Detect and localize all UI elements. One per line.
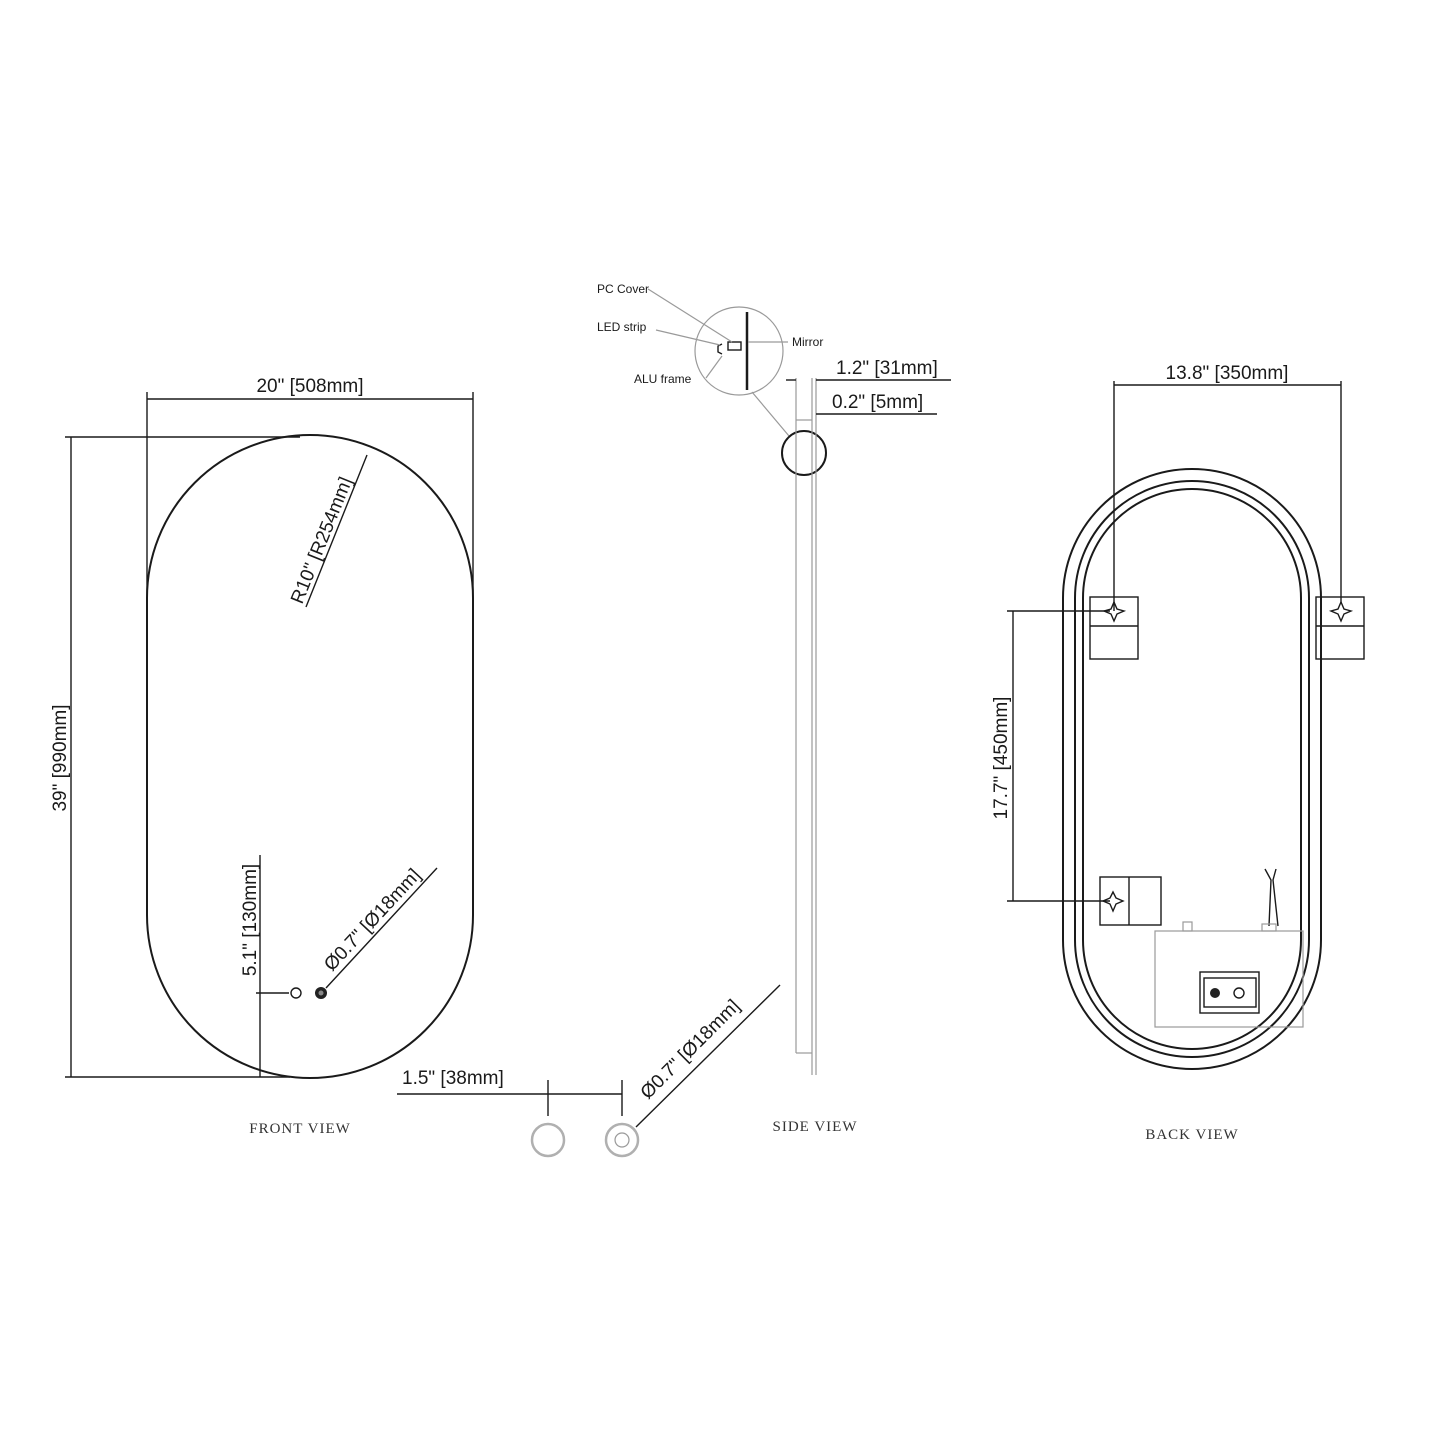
callout-pc-cover: PC Cover	[597, 282, 649, 296]
back-view-title: BACK VIEW	[1145, 1127, 1238, 1143]
front-height-label: 39" [990mm]	[50, 704, 71, 811]
sensor-ring-right	[604, 1122, 640, 1158]
callout-led-strip: LED strip	[597, 320, 647, 334]
back-bracket-vertical-label: 17.7" [450mm]	[991, 697, 1012, 820]
sensor-button-left	[290, 987, 302, 999]
hanging-bracket-top-right	[1315, 596, 1365, 660]
front-view-title: FRONT VIEW	[249, 1121, 351, 1137]
switch-module	[1199, 971, 1260, 1014]
front-sensor-height-label: 5.1" [130mm]	[240, 864, 261, 976]
back-frame-outer	[1062, 468, 1322, 1070]
sensor-spacing-label: 1.5" [38mm]	[402, 1068, 504, 1089]
front-sensor-diameter-label: Ø0.7" [Ø18mm]	[320, 865, 425, 975]
front-mirror-outline	[146, 434, 474, 1079]
back-frame-inner	[1082, 488, 1302, 1050]
detail-magnifier-circle	[694, 306, 784, 396]
sensor-diameter-label: Ø0.7" [Ø18mm]	[637, 996, 745, 1104]
back-view: 13.8" [350mm] 17.7" [450mm] BACK VIEW	[991, 363, 1365, 1143]
side-view: PC Cover LED strip ALU frame Mirror 1.2"…	[597, 282, 951, 1135]
front-view: 20" [508mm] 39" [990mm] R10" [R254mm] 5.…	[50, 376, 474, 1137]
side-view-title: SIDE VIEW	[773, 1119, 858, 1135]
driver-box	[1154, 930, 1304, 1028]
side-depth-label: 1.2" [31mm]	[836, 358, 938, 379]
back-bracket-spacing-label: 13.8" [350mm]	[1166, 363, 1289, 384]
side-glass-label: 0.2" [5mm]	[832, 392, 923, 413]
front-radius-label: R10" [R254mm]	[287, 474, 357, 607]
callout-mirror: Mirror	[792, 335, 823, 349]
sensor-ring-left	[530, 1122, 566, 1158]
callout-alu-frame: ALU frame	[634, 372, 692, 386]
back-frame-middle	[1074, 480, 1310, 1058]
sensor-detail: 1.5" [38mm] Ø0.7" [Ø18mm]	[397, 984, 781, 1158]
front-width-label: 20" [508mm]	[256, 376, 363, 397]
